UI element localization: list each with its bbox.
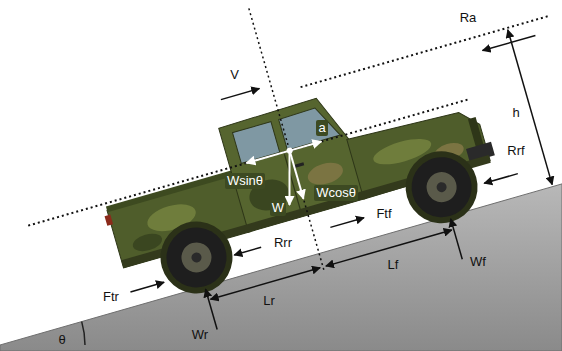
- normal-dotted-line: [249, 8, 325, 272]
- force-label: Ftr: [101, 289, 121, 306]
- wheel-hub: [435, 181, 447, 193]
- wheel-rim: [423, 169, 460, 206]
- force-label: Wcosθ: [314, 185, 358, 202]
- normal-force-arrow: [451, 219, 463, 259]
- angle-label: θ: [56, 332, 67, 349]
- wheel-hub: [190, 251, 202, 263]
- weight-component-arrow: [290, 151, 304, 199]
- wheel-arch: [152, 213, 241, 302]
- wheel-arch: [397, 143, 486, 232]
- weight-arrow: [289, 151, 291, 205]
- force-label: W: [270, 200, 286, 217]
- force-label: Rrr: [272, 235, 294, 252]
- tire: [159, 220, 233, 294]
- drag-arrow: [483, 35, 536, 50]
- cab: [218, 93, 366, 232]
- acceleration-label: a: [316, 120, 327, 137]
- incline-ground: [0, 184, 562, 351]
- force-label: Wf: [468, 254, 488, 271]
- force-label: Wr: [190, 327, 210, 344]
- velocity-label: V: [228, 67, 241, 84]
- rear-window: [232, 122, 279, 164]
- dimension-label: Lr: [261, 293, 277, 310]
- tire: [404, 150, 478, 224]
- drag-dotted-line: [301, 15, 551, 87]
- cg-dotted-line: [28, 99, 470, 226]
- force-label: Wsinθ: [225, 173, 265, 190]
- velocity-arrow: [221, 89, 259, 100]
- tail-light: [105, 215, 114, 226]
- traction-arrow: [330, 218, 364, 228]
- camo-patch: [305, 159, 345, 188]
- normal-force-arrow: [206, 289, 218, 329]
- rolling-resistance-arrow: [234, 247, 261, 255]
- dimension-label: Lf: [386, 257, 401, 274]
- grille: [468, 117, 484, 148]
- dimension-label: h: [510, 105, 521, 122]
- acceleration-arrow: [290, 142, 322, 151]
- traction-arrow: [130, 282, 164, 292]
- force-label: Rrf: [505, 143, 526, 160]
- rolling-resistance-arrow: [484, 174, 518, 184]
- angle-arc: [82, 322, 85, 345]
- wheel-rim: [178, 239, 215, 276]
- weight-component-arrow: [246, 151, 289, 163]
- force-label: Ftf: [374, 206, 393, 223]
- force-label: Ra: [458, 10, 479, 27]
- height-arrow: [508, 30, 552, 185]
